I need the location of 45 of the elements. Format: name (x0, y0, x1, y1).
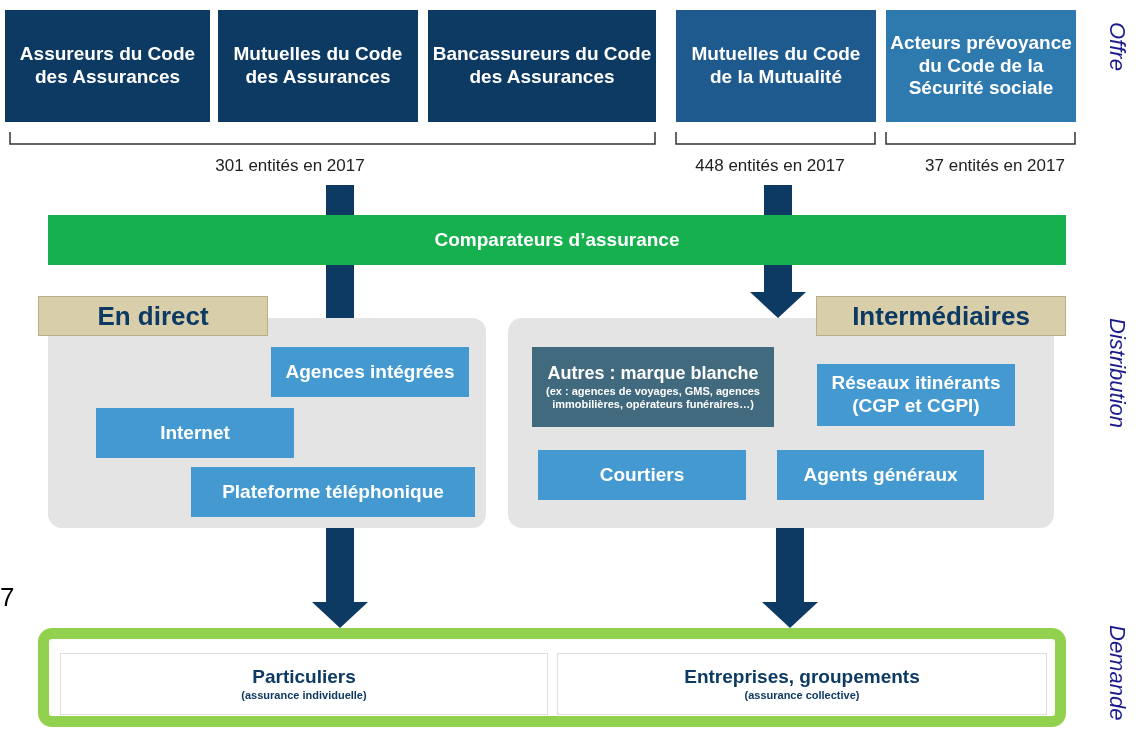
channel-box (777, 450, 984, 500)
box-note: (assurance individuelle) (240, 688, 368, 702)
arrow (312, 528, 368, 628)
section-label: Demande (1104, 625, 1130, 721)
client-box (60, 653, 548, 715)
panel-heading: Intermédiaires (816, 296, 1066, 336)
entity-count: 448 entités en 2017 (694, 156, 846, 176)
channel-box (191, 467, 475, 517)
entity-count: 301 entités en 2017 (214, 156, 366, 176)
channel-box (817, 364, 1015, 426)
box-title: Plateforme téléphonique (222, 480, 444, 504)
organization-box (886, 10, 1076, 122)
bar-title: Comparateurs d’assurance (434, 229, 680, 251)
box-title: Mutuelles du Code de la Mutualité (690, 43, 862, 89)
box-title: Agents généraux (803, 463, 958, 487)
box-title: Courtiers (599, 463, 685, 487)
box-title: Réseaux itinérants (CGP et CGPI) (830, 372, 1002, 418)
box-title: Bancassureurs du Code des Assurances (431, 43, 653, 89)
channel-box (532, 347, 774, 427)
page-number: 7 (0, 582, 15, 613)
box-title: Particuliers (252, 666, 356, 689)
entity-count: 37 entités en 2017 (924, 156, 1066, 176)
organization-box (428, 10, 656, 122)
box-note: (assurance collective) (743, 688, 861, 702)
box-title: Agences intégrées (285, 360, 455, 384)
demand-band (38, 628, 1066, 727)
client-box (557, 653, 1047, 715)
organization-box (676, 10, 876, 122)
box-title: Autres : marque blanche (547, 363, 759, 385)
organization-box (5, 10, 210, 122)
section-label: Distribution (1104, 318, 1130, 429)
section-label: Offre (1104, 22, 1130, 71)
arrow (762, 528, 818, 628)
box-title: Acteurs prévoyance du Code de la Sécurité sociale (889, 31, 1073, 101)
channel-box (96, 408, 294, 458)
channel-bar (48, 215, 1066, 265)
box-title: Entreprises, groupements (684, 666, 920, 689)
panel-heading: En direct (38, 296, 268, 336)
channel-box (271, 347, 469, 397)
box-note: (ex : agences de voyages, GMS, agences immobilières, opérateurs funéraires…) (545, 384, 761, 411)
box-title: Internet (160, 421, 230, 445)
channel-box (538, 450, 746, 500)
box-title: Mutuelles du Code des Assurances (232, 43, 404, 89)
box-title: Assureurs du Code des Assurances (18, 43, 197, 89)
organization-box (218, 10, 418, 122)
